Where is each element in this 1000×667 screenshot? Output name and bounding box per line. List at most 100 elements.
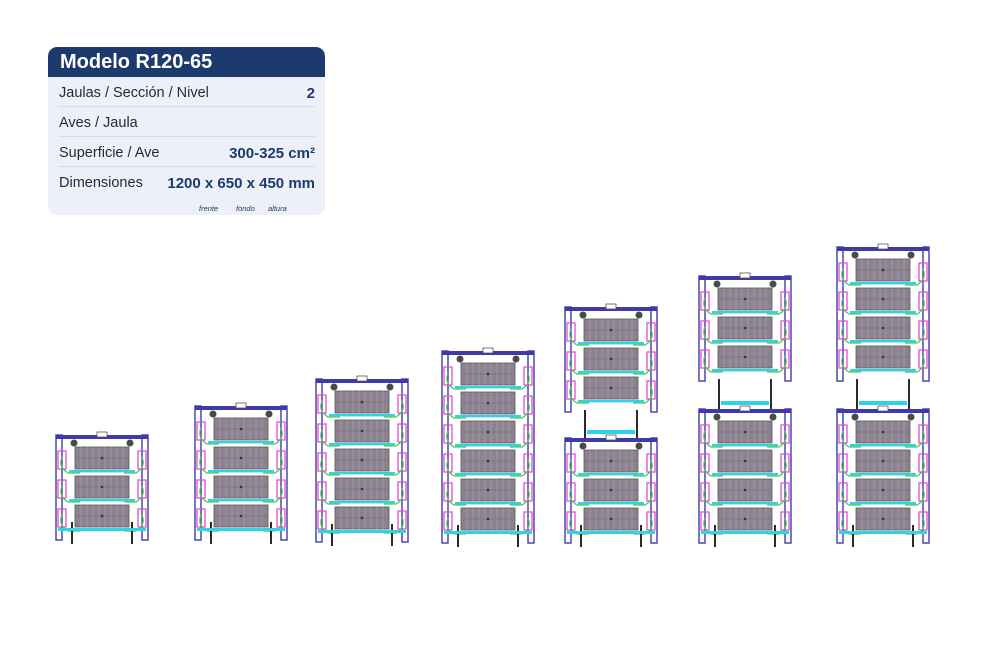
cage-latch bbox=[360, 429, 364, 433]
feed-trough-right bbox=[780, 320, 790, 340]
egg-belt-left bbox=[320, 400, 340, 418]
egg-belt-left bbox=[446, 430, 466, 448]
feed-trough-left bbox=[566, 322, 576, 342]
feed-trough-right bbox=[397, 452, 407, 472]
manure-belt bbox=[578, 371, 644, 374]
feed-trough-right bbox=[646, 380, 656, 400]
base-belt bbox=[197, 528, 285, 531]
egg-belt-left bbox=[320, 429, 340, 447]
egg-belt-right bbox=[124, 485, 144, 503]
cage-latch bbox=[609, 357, 613, 361]
feed-trough-left bbox=[838, 262, 848, 282]
feeder-hopper bbox=[96, 431, 108, 438]
egg-belt-right bbox=[905, 326, 925, 344]
feed-trough-left bbox=[838, 482, 848, 502]
feed-trough-left bbox=[57, 479, 67, 499]
feed-trough-left bbox=[443, 511, 453, 531]
feed-trough-left bbox=[443, 453, 453, 473]
drive-wheel bbox=[851, 251, 859, 259]
egg-belt-right bbox=[905, 459, 925, 477]
manure-belt bbox=[578, 400, 644, 403]
egg-belt-right bbox=[263, 456, 283, 474]
base-belt bbox=[701, 531, 789, 534]
feed-trough-left bbox=[196, 508, 206, 528]
cage-latch bbox=[486, 430, 490, 434]
side-frame-left bbox=[836, 408, 844, 544]
cage-latch bbox=[239, 485, 243, 489]
feed-trough-right bbox=[918, 349, 928, 369]
cage-latch bbox=[609, 488, 613, 492]
feed-trough-right bbox=[780, 482, 790, 502]
cage-latch bbox=[609, 386, 613, 390]
egg-belt-right bbox=[767, 459, 787, 477]
spec-row-cages-per-section: Jaulas / Sección / Nivel 2 bbox=[58, 77, 315, 107]
manure-belt bbox=[712, 311, 778, 314]
cage-latch bbox=[609, 328, 613, 332]
spec-card: Modelo R120-65 Jaulas / Sección / Nivel … bbox=[48, 47, 325, 215]
egg-belt-right bbox=[633, 328, 653, 346]
egg-belt-left bbox=[841, 430, 861, 448]
cage-latch bbox=[881, 326, 885, 330]
connector-belt bbox=[721, 401, 769, 405]
feed-trough-left bbox=[317, 510, 327, 530]
manure-belt bbox=[455, 415, 521, 418]
feed-trough-right bbox=[397, 481, 407, 501]
feed-trough-right bbox=[780, 453, 790, 473]
manure-belt bbox=[712, 340, 778, 343]
rack-4x2-tier bbox=[836, 243, 930, 547]
cage-latch bbox=[743, 488, 747, 492]
egg-belt-left bbox=[199, 456, 219, 474]
feeder-hopper bbox=[235, 402, 247, 409]
drive-wheel bbox=[386, 383, 394, 391]
side-frame-right bbox=[280, 405, 288, 541]
side-frame-left bbox=[194, 405, 202, 541]
cage-latch bbox=[881, 297, 885, 301]
egg-belt-right bbox=[510, 401, 530, 419]
feed-trough-left bbox=[566, 380, 576, 400]
egg-belt-right bbox=[905, 488, 925, 506]
egg-belt-right bbox=[510, 430, 530, 448]
manure-belt bbox=[850, 369, 916, 372]
egg-belt-right bbox=[633, 357, 653, 375]
manure-belt bbox=[712, 369, 778, 372]
connector-belt bbox=[859, 401, 907, 405]
cage-latch bbox=[881, 268, 885, 272]
egg-belt-right bbox=[384, 487, 404, 505]
feed-trough-right bbox=[918, 291, 928, 311]
feed-trough-left bbox=[443, 424, 453, 444]
rack-3-tier bbox=[55, 431, 149, 544]
model-title: Modelo R120-65 bbox=[48, 47, 325, 77]
feed-trough-left bbox=[196, 450, 206, 470]
feed-trough-right bbox=[276, 479, 286, 499]
drive-wheel bbox=[769, 280, 777, 288]
feed-trough-right bbox=[646, 482, 656, 502]
feed-trough-right bbox=[137, 479, 147, 499]
feed-trough-left bbox=[443, 482, 453, 502]
spec-value: 300-325 cm² bbox=[229, 145, 315, 162]
manure-belt bbox=[712, 473, 778, 476]
cage-latch bbox=[360, 458, 364, 462]
feed-trough-left bbox=[566, 351, 576, 371]
egg-belt-right bbox=[263, 485, 283, 503]
egg-belt-right bbox=[767, 488, 787, 506]
egg-belt-right bbox=[767, 297, 787, 315]
drive-wheel bbox=[209, 410, 217, 418]
connector-belt bbox=[587, 430, 635, 434]
feed-trough-right bbox=[523, 395, 533, 415]
feed-trough-left bbox=[566, 482, 576, 502]
feeder-hopper bbox=[739, 272, 751, 279]
feed-trough-right bbox=[276, 421, 286, 441]
cage-latch bbox=[743, 517, 747, 521]
feed-trough-left bbox=[317, 452, 327, 472]
rack-5-tier bbox=[315, 375, 409, 546]
feed-trough-right bbox=[397, 394, 407, 414]
feed-trough-left bbox=[700, 320, 710, 340]
egg-belt-right bbox=[905, 355, 925, 373]
manure-belt bbox=[329, 414, 395, 417]
cage-latch bbox=[609, 459, 613, 463]
cage-latch bbox=[881, 430, 885, 434]
feed-trough-right bbox=[646, 511, 656, 531]
cage-latch bbox=[881, 355, 885, 359]
feed-trough-left bbox=[566, 453, 576, 473]
egg-belt-right bbox=[263, 427, 283, 445]
